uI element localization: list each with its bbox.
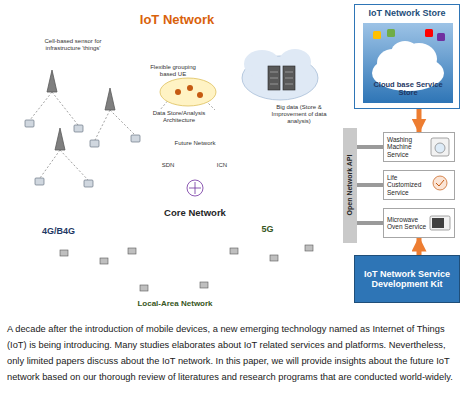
node-text: Washing Machine Service [387, 136, 428, 158]
callout-label: SDN [158, 162, 178, 169]
cloud-lobe [391, 41, 419, 65]
cellular-cloud: 4G/B4G [28, 222, 160, 288]
node-text: Local-Area Network [137, 299, 212, 308]
cloud-lobe [133, 267, 206, 295]
cell-towers [47, 70, 115, 150]
sdk-box: IoT Network Service Development Kit [354, 255, 460, 303]
api-band: Open Network API [343, 128, 357, 243]
node-text: Cloud base Service Store [365, 81, 451, 98]
device-symbol [84, 180, 93, 187]
local-devices [60, 245, 313, 291]
outline-ellipse [141, 129, 249, 232]
device-symbol [100, 258, 108, 264]
service-box: Washing Machine Service [383, 132, 455, 162]
cloud-lobe [200, 230, 335, 286]
outline-ellipse [9, 5, 345, 315]
device-symbol [140, 285, 148, 291]
cloud-lobe [200, 228, 268, 274]
node-text: 5G [261, 224, 273, 234]
device-symbol [305, 245, 313, 251]
flow-arrow [417, 109, 422, 132]
callout-label: Data Store/Analysis Architecture [146, 110, 212, 124]
node-text: IoT Network Service Development Kit [361, 269, 453, 290]
ue-dot [197, 92, 203, 98]
group-ellipse [160, 78, 216, 106]
api-plug-line [357, 221, 383, 225]
callout-label: ICN [212, 162, 232, 169]
node-text: Microwave Oven Service [387, 216, 428, 231]
life-icon [433, 176, 447, 190]
microwave-icon [430, 216, 450, 230]
callout-label: Cell-based sensor for infrastructure 'th… [34, 38, 112, 52]
callout-label: Future Network [168, 140, 222, 147]
sensor-devices [25, 120, 140, 187]
flow-arrow [417, 238, 422, 255]
cloud-store-image: Cloud base Service Store [363, 23, 453, 103]
node-text: Core Network [164, 208, 226, 219]
device-symbol [35, 178, 44, 185]
tower-symbol [105, 88, 115, 110]
data-cloud [242, 49, 318, 100]
cloud-lobe [105, 273, 245, 311]
service-icons [430, 138, 450, 230]
device-symbol [74, 125, 83, 132]
node-text: 4G/B4G [42, 226, 75, 236]
device-symbol [131, 135, 140, 142]
lan-cloud: Local-Area Network [105, 266, 245, 312]
router-cross [189, 182, 201, 194]
node-text: IoT Network Store [368, 8, 445, 18]
callout-label: Big data (Store & Improvement of data an… [262, 104, 336, 125]
radio-link [30, 92, 135, 180]
ue-dot [187, 85, 193, 91]
grouping-area [160, 78, 216, 106]
cloud-lobe [28, 230, 94, 275]
caption-text: A decade after the introduction of mobil… [7, 321, 457, 385]
device-symbol [128, 248, 136, 254]
cellular-cloud: 5G [200, 220, 335, 288]
device-symbol [90, 140, 99, 147]
washer-door [435, 143, 445, 153]
device-symbol [25, 120, 34, 127]
node-text: Open Network API [346, 155, 354, 216]
microwave-window [432, 218, 444, 228]
cloud-lobe [28, 232, 160, 286]
app-icon [425, 29, 433, 37]
service-box: Life Customized Service [383, 170, 455, 200]
cloud-lobe [105, 272, 175, 303]
api-plug-line [357, 183, 383, 187]
node-text: Life Customized Service [387, 174, 428, 196]
node-text: IoT Network [140, 13, 214, 28]
device-symbol [60, 250, 68, 256]
app-icon [437, 33, 445, 41]
device-symbol [270, 255, 278, 261]
callout-label: Flexible grouping based UE [142, 64, 204, 78]
service-box: Microwave Oven Service [383, 208, 455, 238]
cloud-lobe [169, 268, 245, 303]
device-symbol [200, 282, 208, 288]
tower-symbol [47, 70, 57, 92]
tower-symbol [55, 128, 65, 150]
device-symbol [230, 248, 238, 254]
app-icon [387, 29, 395, 37]
cloud-lobe [89, 225, 160, 275]
washer-icon [431, 138, 449, 156]
cloud-lobe [262, 223, 335, 275]
cloud-lobe [227, 221, 297, 262]
api-plug-line [357, 145, 383, 149]
store-box: IoT Network StoreCloud base Service Stor… [354, 4, 460, 109]
life-check [436, 180, 444, 186]
app-icon [373, 31, 381, 39]
rack-slots [270, 72, 293, 84]
ue-dot [175, 89, 181, 95]
router-symbol [187, 180, 203, 196]
core-symbols [187, 180, 203, 196]
